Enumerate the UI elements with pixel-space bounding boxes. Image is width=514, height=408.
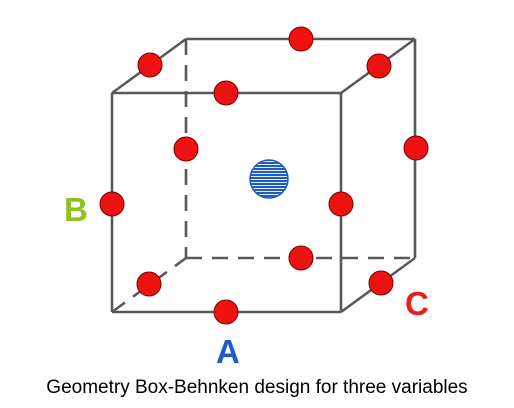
design-point-bottom-left-depth	[136, 271, 162, 297]
axis-label-b: B	[64, 191, 88, 228]
design-point-top-right-depth	[366, 53, 392, 79]
design-points	[99, 26, 429, 325]
design-point-front-bottom	[213, 299, 239, 325]
design-point-back-bottom	[288, 245, 314, 271]
design-point-front-left	[99, 191, 125, 217]
design-point-front-top	[213, 80, 239, 106]
design-point-back-left	[173, 136, 199, 162]
diagram-caption: Geometry Box-Behnken design for three va…	[46, 377, 468, 398]
design-point-back-right	[403, 135, 429, 161]
axis-label-a: A	[216, 333, 240, 370]
cube-edge-bottom-left-depth	[111, 256, 187, 314]
axis-label-c: C	[405, 285, 429, 322]
design-point-bottom-right-depth	[368, 270, 394, 296]
design-point-top-left-depth	[137, 52, 163, 78]
center-point	[249, 159, 289, 199]
design-point-front-right	[328, 191, 354, 217]
design-point-back-top	[288, 26, 314, 52]
